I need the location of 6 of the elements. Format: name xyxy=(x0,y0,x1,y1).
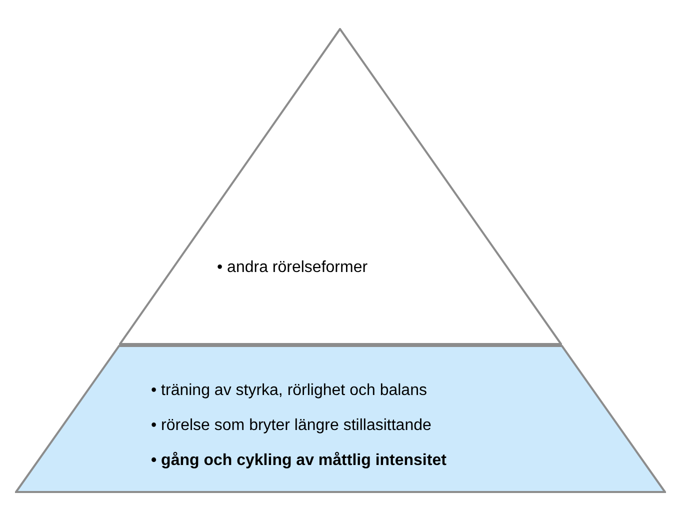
list-item: • träning av styrka, rörlighet och balans xyxy=(151,381,428,400)
list-item: • rörelse som bryter längre stillasittande xyxy=(151,416,432,435)
pyramid-base-band xyxy=(15,345,666,493)
list-item: • gång och cykling av måttlig intensitet xyxy=(151,451,446,470)
pyramid-top-triangle xyxy=(119,28,562,345)
list-item: • andra rörelseformer xyxy=(217,258,368,277)
